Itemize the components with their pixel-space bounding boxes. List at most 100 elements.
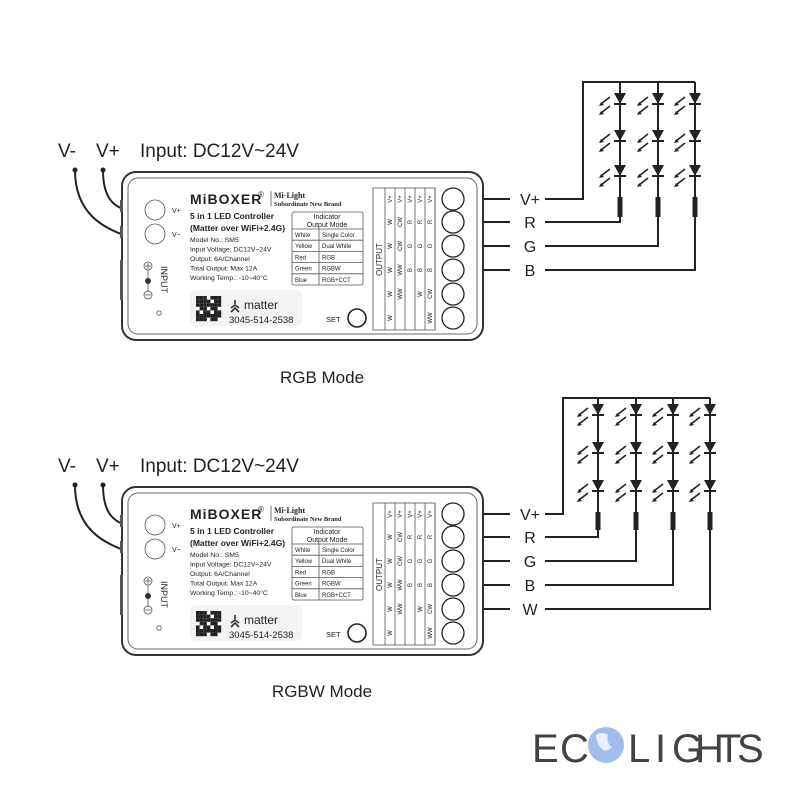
spec-line: Working Temp.: -10~40°C (190, 589, 268, 597)
qr-module (206, 629, 211, 633)
indicator-table (291, 526, 364, 601)
light-arrow-head-icon (599, 183, 604, 187)
qr-module (203, 310, 207, 314)
qr-module (217, 299, 222, 304)
qr-module (210, 317, 214, 322)
qr-module (199, 303, 204, 307)
qr-module (214, 614, 218, 619)
output-cell: R (418, 534, 424, 539)
output-wire-label: B (525, 263, 536, 280)
pairing-code: 3045-514-2538 (229, 630, 293, 641)
led-diode-icon (614, 165, 626, 176)
light-arrow-head-icon (689, 422, 694, 426)
qr-module (206, 618, 211, 622)
qr-module (199, 299, 204, 304)
light-arrow-head-icon (637, 102, 642, 106)
qr-module (196, 303, 200, 307)
output-cell: CW (398, 217, 404, 227)
resistor-icon (670, 512, 676, 530)
led-diode-icon (614, 93, 626, 104)
qr-module (214, 621, 218, 626)
qr-module (214, 299, 218, 304)
set-label: SET (326, 630, 341, 639)
light-arrow-icon (616, 445, 627, 454)
light-arrow-icon (638, 133, 649, 142)
light-arrow-icon (675, 177, 686, 186)
output-cell: G (418, 558, 424, 563)
resistor-icon (655, 197, 661, 217)
qr-module (199, 614, 204, 619)
qr-module (199, 629, 204, 633)
qr-module (206, 614, 211, 619)
light-arrow-icon (578, 492, 589, 501)
qr-module (203, 296, 207, 300)
side-notch (120, 515, 123, 527)
output-cell: V+ (398, 510, 404, 518)
ecolights-watermark-logo: ECOLIGHTSECLIGHTS (532, 727, 764, 771)
terminal-vplus (144, 514, 166, 536)
terminal-vminus (144, 538, 166, 560)
watermark-letter: L (628, 727, 650, 771)
output-cell: CW (398, 556, 404, 566)
output-terminal (441, 525, 465, 549)
sub-brand: Mi·Light (274, 506, 305, 515)
set-button[interactable] (347, 623, 367, 643)
output-wire-label: B (525, 578, 536, 595)
qr-code-icon (196, 611, 222, 637)
qr-module (203, 625, 207, 629)
indicator-color: White (295, 233, 311, 239)
qr-module (199, 314, 204, 318)
output-cell: WW (428, 627, 434, 639)
indicator-mode: RGB (322, 570, 335, 576)
side-notch (120, 575, 123, 615)
light-arrow-icon (675, 142, 686, 151)
spec-line: Working Temp.: -10~40°C (190, 274, 268, 282)
qr-module (210, 314, 214, 318)
indicator-color: Red (295, 255, 306, 261)
qr-module (199, 632, 204, 637)
input-v-plus-label: V+ (96, 141, 120, 162)
indicator-color: Red (295, 570, 306, 576)
brand-logo: MiBOXER (190, 191, 262, 207)
watermark-letter: T (717, 727, 741, 771)
output-terminal (441, 187, 465, 211)
light-arrow-icon (690, 483, 701, 492)
qr-module (206, 314, 211, 318)
led-diode-icon (667, 480, 679, 491)
spec-line: Input Voltage: DC12V~24V (190, 247, 272, 254)
sub-brand: Mi·Light (274, 191, 305, 200)
registered-mark: ® (258, 505, 264, 514)
output-cell: W (388, 534, 394, 540)
spec-line: Model No.: SM5 (190, 237, 239, 244)
light-arrow-icon (578, 416, 589, 425)
output-cell: V+ (408, 195, 414, 203)
qr-module (214, 306, 218, 311)
set-button[interactable] (347, 308, 367, 328)
minus-symbol-icon (143, 290, 153, 300)
light-arrow-head-icon (652, 451, 657, 455)
terminal-vplus-label: V+ (172, 208, 181, 215)
output-cell: CW (428, 604, 434, 614)
output-cell: WW (398, 264, 404, 276)
light-arrow-icon (616, 454, 627, 463)
output-label: OUTPUT (375, 243, 384, 276)
qr-module (214, 629, 218, 633)
spec-line: Input Voltage: DC12V~24V (190, 562, 272, 569)
qr-module (199, 611, 204, 615)
indicator-header: Indicator (314, 214, 342, 221)
output-terminal (441, 282, 465, 306)
led-diode-icon (652, 93, 664, 104)
output-cell: G (428, 243, 434, 248)
channel-wire-w (545, 530, 711, 610)
output-cell: R (408, 219, 414, 224)
light-arrow-head-icon (689, 498, 694, 502)
qr-module (217, 303, 222, 307)
led-diode-icon (630, 404, 642, 415)
sub-brand-note: Subordinate New Brand (274, 201, 342, 208)
light-arrow-icon (675, 133, 686, 142)
input-wire-negative (74, 169, 127, 237)
light-arrow-icon (638, 96, 649, 105)
input-port-label: INPUT (159, 266, 169, 294)
side-notch (120, 260, 123, 300)
